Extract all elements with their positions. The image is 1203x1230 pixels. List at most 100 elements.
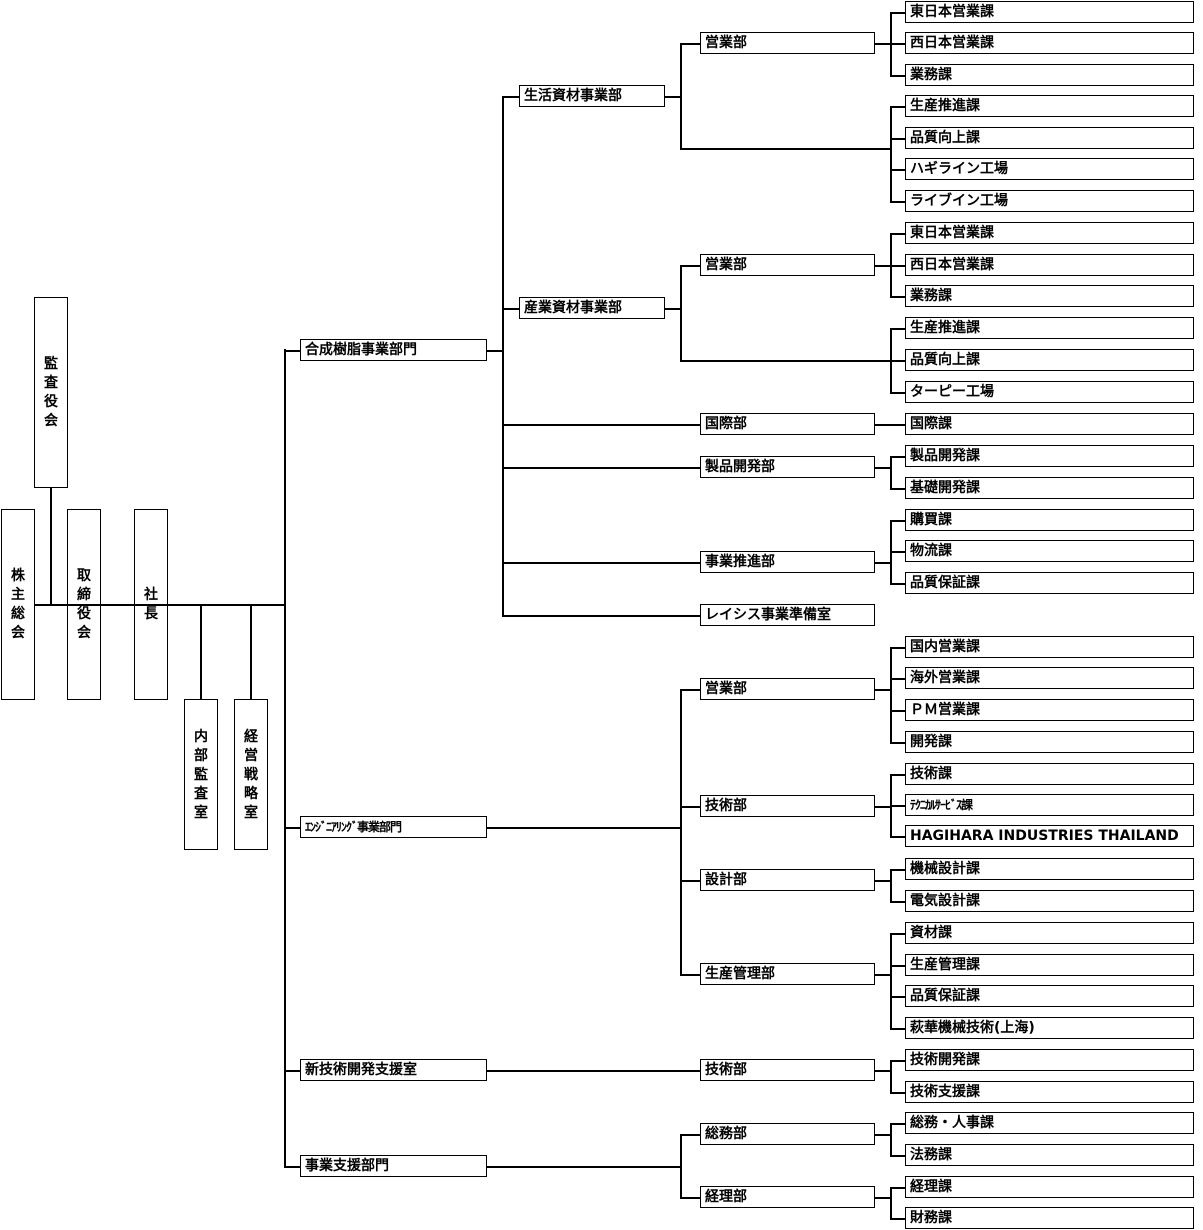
section-box-label: 品質向上課 (910, 130, 980, 146)
shareholders-meeting-label: 株主総会 (11, 568, 25, 641)
connector-line (890, 805, 905, 807)
connector-line (680, 1070, 700, 1072)
connector-line (875, 1197, 890, 1199)
connector-line (502, 96, 504, 616)
connector-line (875, 806, 890, 808)
section-box: 生産推進課 (905, 95, 1194, 117)
connector-line (890, 296, 905, 298)
department-box: 経理部 (700, 1186, 875, 1208)
connector-line (680, 806, 700, 808)
section-box-label: 機械設計課 (910, 861, 980, 877)
connector-line (875, 1134, 890, 1136)
section-box: 基礎開発課 (905, 477, 1194, 499)
connector-line (890, 43, 905, 45)
department-box: 総務部 (700, 1123, 875, 1145)
connector-line (890, 933, 905, 935)
department-box-label: 国際部 (705, 416, 747, 432)
connector-line (200, 604, 202, 699)
section-box: ライブイン工場 (905, 190, 1194, 212)
division-box-label: 合成樹脂事業部門 (305, 342, 417, 358)
section-box: 総務・人事課 (905, 1112, 1194, 1134)
section-box-label: 業務課 (910, 288, 952, 304)
connector-line (890, 774, 892, 837)
connector-line (890, 583, 905, 585)
section-box-label: 国際課 (910, 416, 952, 432)
business-unit-box-label: 産業資材事業部 (524, 300, 622, 316)
connector-line (890, 265, 905, 267)
section-box: 西日本営業課 (905, 32, 1194, 54)
connector-line (680, 265, 700, 267)
connector-line (890, 456, 905, 458)
department-box-label: 営業部 (705, 35, 747, 51)
connector-line (890, 1155, 905, 1157)
section-box: 技術支援課 (905, 1081, 1194, 1103)
section-box-label: 基礎開発課 (910, 480, 980, 496)
section-box-label: 生産管理課 (910, 957, 980, 973)
connector-line (680, 974, 700, 976)
connector-line (890, 424, 905, 426)
connector-line (680, 1070, 682, 1071)
connector-line (680, 43, 700, 45)
connector-line (487, 350, 502, 352)
connector-line (890, 1092, 905, 1094)
connector-line (680, 880, 700, 882)
section-box-label: 品質保証課 (910, 575, 980, 591)
connector-line (502, 96, 519, 98)
section-box-label: 技術課 (910, 766, 952, 782)
connector-line (680, 1134, 700, 1136)
section-box-label: 製品開発課 (910, 448, 980, 464)
connector-line (890, 1123, 892, 1156)
connector-line (890, 774, 905, 776)
division-box-label: ｴﾝｼﾞﾆｱﾘﾝｸﾞ事業部門 (305, 820, 402, 834)
business-unit-box-label: 生活資材事業部 (524, 88, 622, 104)
audit-board-box: 監査役会 (34, 297, 68, 488)
section-box: 西日本営業課 (905, 254, 1194, 276)
section-box: 購買課 (905, 509, 1194, 531)
department-box-label: 生産管理部 (705, 966, 775, 982)
section-box-label: 購買課 (910, 512, 952, 528)
connector-line (875, 562, 890, 564)
section-box-label: 財務課 (910, 1210, 952, 1226)
connector-line (890, 328, 905, 330)
connector-line (890, 1028, 905, 1030)
section-box-label: 生産推進課 (910, 98, 980, 114)
section-box: ターピー工場 (905, 381, 1194, 403)
department-box-label: 技術部 (705, 798, 747, 814)
connector-line (875, 424, 890, 426)
connector-line (890, 1060, 892, 1093)
section-box: 開発課 (905, 731, 1194, 753)
section-box-label: 技術支援課 (910, 1084, 980, 1100)
section-box-label: ライブイン工場 (910, 193, 1008, 209)
internal-audit-office-label: 内部監査室 (194, 728, 208, 821)
connector-line (890, 836, 905, 838)
section-box-label: 萩華機械技術(上海) (910, 1020, 1035, 1036)
section-box-label: 品質保証課 (910, 988, 980, 1004)
section-box: 海外営業課 (905, 667, 1194, 689)
section-box-label: 国内営業課 (910, 639, 980, 655)
section-box-label: 西日本営業課 (910, 257, 994, 273)
section-box: 品質保証課 (905, 985, 1194, 1007)
section-box-label: 業務課 (910, 67, 952, 83)
section-box: 電気設計課 (905, 890, 1194, 912)
connector-line (502, 562, 700, 564)
connector-line (890, 520, 892, 584)
connector-line (284, 1070, 300, 1072)
section-box: HAGIHARA INDUSTRIES THAILAND (905, 825, 1194, 847)
connector-line (890, 996, 905, 998)
department-box: 営業部 (700, 678, 875, 700)
connector-line (890, 106, 905, 108)
connector-line (875, 880, 890, 882)
section-box: 品質向上課 (905, 349, 1194, 371)
connector-line (890, 742, 905, 744)
connector-line (890, 12, 892, 76)
connector-line (502, 467, 700, 469)
internal-audit-office-box: 内部監査室 (184, 699, 218, 850)
department-box-label: 営業部 (705, 257, 747, 273)
connector-line (487, 827, 680, 829)
section-box: ＰＭ営業課 (905, 699, 1194, 721)
section-box: 技術開発課 (905, 1049, 1194, 1071)
connector-line (890, 647, 905, 649)
section-box: 国内営業課 (905, 636, 1194, 658)
department-box-label: 営業部 (705, 681, 747, 697)
department-box-label: 設計部 (705, 872, 747, 888)
